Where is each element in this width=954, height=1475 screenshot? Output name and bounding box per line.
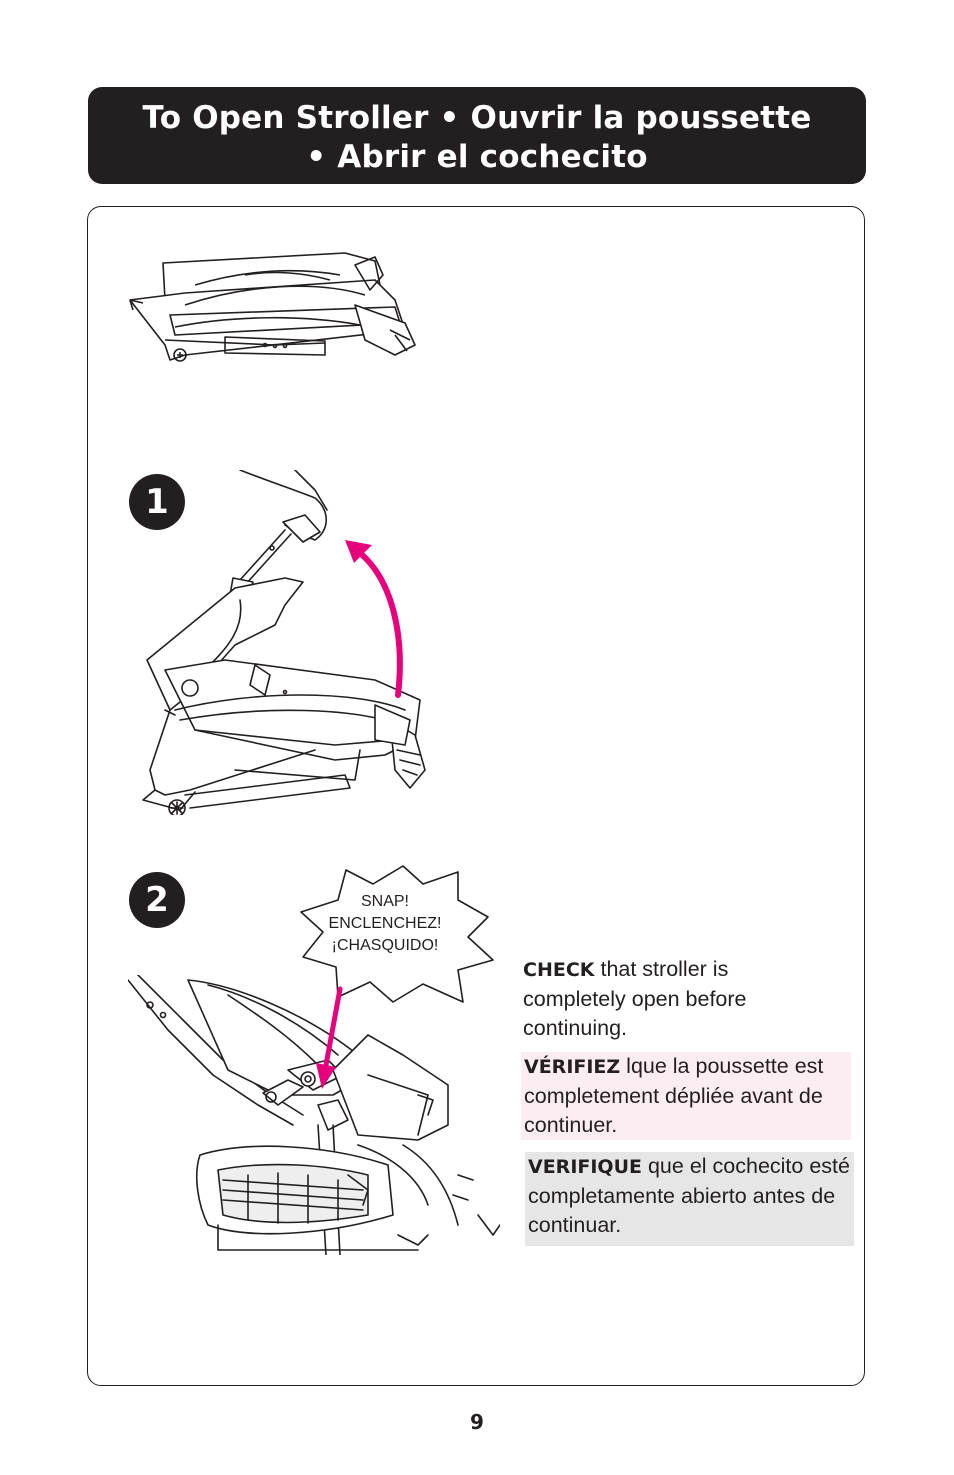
- instruction-french: VÉRIFIEZ lque la poussette est completem…: [521, 1052, 851, 1140]
- content-frame: [87, 206, 865, 1386]
- open-direction-arrow: [345, 540, 403, 698]
- instruction-english: CHECK that stroller is completely open b…: [523, 955, 823, 1043]
- instruction-spanish: VERIFIQUE que el cochecito esté completa…: [525, 1152, 854, 1246]
- snap-text-en: SNAP!: [360, 893, 409, 910]
- instruction-french-keyword: VÉRIFIEZ: [524, 1056, 621, 1078]
- instruction-spanish-keyword: VERIFIQUE: [528, 1156, 642, 1178]
- header-title-line1: To Open Stroller • Ouvrir la poussette: [142, 100, 812, 136]
- snap-burst-shape: [300, 865, 494, 1003]
- snap-pointer-arrow: [316, 986, 343, 1089]
- folded-stroller-illustration: [129, 252, 416, 362]
- step-2-number: 2: [129, 872, 185, 928]
- instruction-english-keyword: CHECK: [523, 959, 595, 981]
- header-title-line2: • Abrir el cochecito: [306, 139, 648, 175]
- step-1-number: 1: [129, 474, 185, 530]
- instruction-french-text: lque la poussette est completement dépli…: [524, 1054, 824, 1137]
- page-header: To Open Stroller • Ouvrir la poussette •…: [88, 87, 866, 184]
- snap-callout-text: SNAP! ENCLENCHEZ! ¡CHASQUIDO!: [315, 891, 455, 957]
- page-number: 9: [470, 1410, 484, 1434]
- snap-text-fr: ENCLENCHEZ!: [328, 915, 442, 932]
- step-1-illustration: [142, 470, 426, 815]
- snap-text-es: ¡CHASQUIDO!: [331, 937, 439, 954]
- instruction-spanish-text: que el cochecito esté completamente abie…: [528, 1154, 850, 1237]
- instruction-english-text: that stroller is completely open before …: [523, 957, 747, 1040]
